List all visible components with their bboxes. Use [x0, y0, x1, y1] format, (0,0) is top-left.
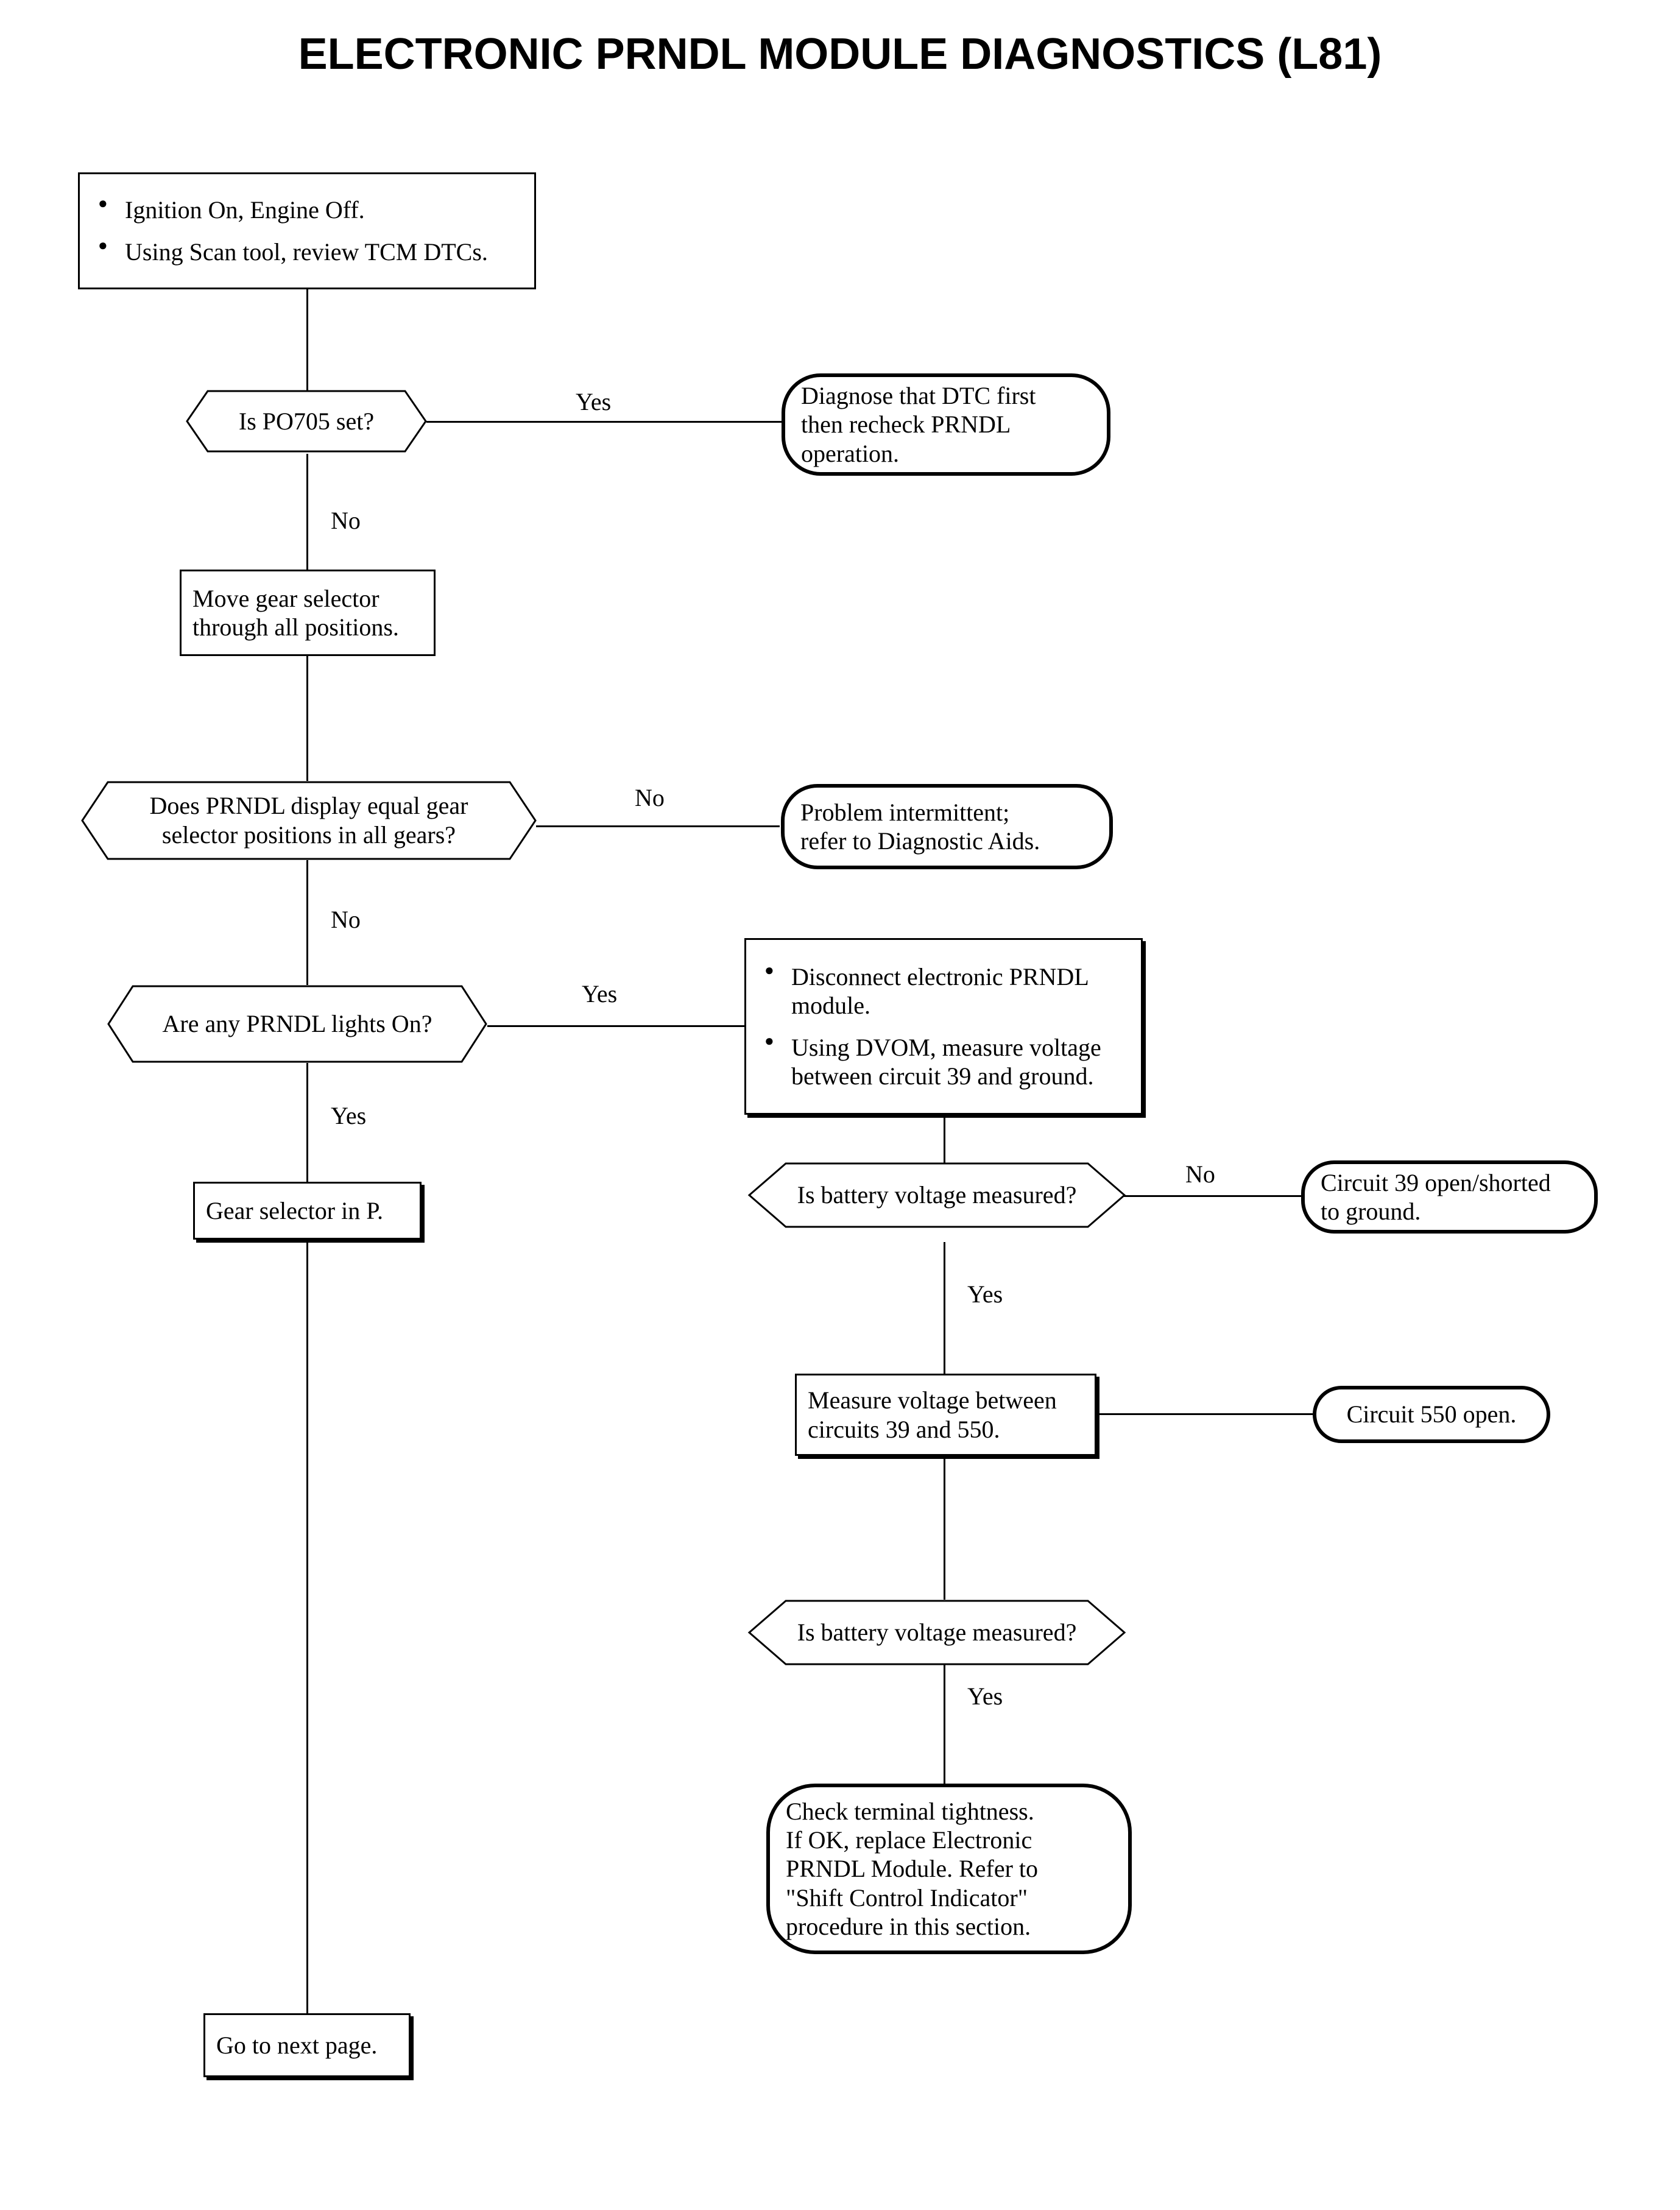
process-disconnect-bullet-1: Disconnect electronic PRNDL module. [764, 961, 1125, 1020]
connector-p2-to-d4 [944, 1115, 945, 1203]
connector-p1-to-d2 [306, 656, 308, 781]
branch-label-d1-yes: Yes [576, 388, 612, 415]
branch-label-d1-no: No [331, 507, 361, 534]
node-decision-battery-voltage-1: Is battery voltage measured? [747, 1162, 1126, 1228]
terminal-circuit39-open-label: Circuit 39 open/shorted to ground. [1321, 1168, 1551, 1225]
branch-label-d3-yes: Yes [582, 980, 618, 1008]
node-process-go-to-next-page: Go to next page. [203, 2013, 411, 2077]
branch-label-d4-no: No [1185, 1160, 1215, 1188]
connector-d5-to-t5 [944, 1639, 945, 1784]
node-process-disconnect-module: Disconnect electronic PRNDL module. Usin… [744, 938, 1143, 1115]
branch-label-d4-yes: Yes [967, 1280, 1003, 1308]
node-terminal-diagnose-dtc: Diagnose that DTC first then recheck PRN… [782, 373, 1110, 476]
start-bullet-1: Ignition On, Engine Off. [98, 194, 518, 224]
start-bullet-2: Using Scan tool, review TCM DTCs. [98, 236, 518, 266]
node-process-move-gear-selector: Move gear selector through all positions… [180, 570, 436, 656]
connector-d4-to-t3 [1124, 1195, 1301, 1197]
terminal-diagnose-dtc-label: Diagnose that DTC first then recheck PRN… [801, 382, 1036, 467]
branch-label-d3-yes-down: Yes [331, 1102, 367, 1129]
connector-p4-to-t4 [1096, 1413, 1313, 1415]
decision-prndl-lights-on-label: Are any PRNDL lights On? [162, 1010, 432, 1037]
node-process-measure-39-550: Measure voltage between circuits 39 and … [795, 1374, 1096, 1456]
page-title: ELECTRONIC PRNDL MODULE DIAGNOSTICS (L81… [298, 30, 1382, 79]
decision-po705-label: Is PO705 set? [238, 407, 375, 435]
connector-d2-to-d3 [306, 860, 308, 985]
connector-p3-to-p5 [306, 1240, 308, 2013]
process-gear-selector-in-p-label: Gear selector in P. [206, 1196, 384, 1224]
connector-d2-to-t2 [536, 825, 780, 827]
node-terminal-circuit39-open: Circuit 39 open/shorted to ground. [1301, 1160, 1598, 1234]
connector-d3-to-p3 [306, 1063, 308, 1182]
branch-label-d5-yes: Yes [967, 1682, 1003, 1710]
connector-d1-to-p1 [306, 454, 308, 570]
node-decision-prndl-equals-gear: Does PRNDL display equal gear selector p… [81, 781, 537, 860]
node-decision-battery-voltage-2: Is battery voltage measured? [747, 1600, 1126, 1665]
node-terminal-check-terminal-tightness: Check terminal tightness. If OK, replace… [766, 1784, 1132, 1954]
connector-d4-to-p4 [944, 1242, 945, 1374]
decision-battery-voltage-1-label: Is battery voltage measured? [797, 1181, 1077, 1209]
connector-p4-to-d5 [944, 1456, 945, 1600]
node-decision-po705: Is PO705 set? [186, 390, 427, 453]
branch-label-d2-no-down: No [331, 906, 361, 933]
connector-d1-to-t1 [426, 421, 782, 423]
decision-prndl-equals-gear-label: Does PRNDL display equal gear selector p… [149, 792, 468, 849]
terminal-problem-intermittent-label: Problem intermittent; refer to Diagnosti… [800, 798, 1040, 855]
node-terminal-circuit550-open: Circuit 550 open. [1313, 1386, 1550, 1443]
node-process-gear-selector-in-p: Gear selector in P. [193, 1182, 422, 1240]
process-move-gear-selector-label: Move gear selector through all positions… [192, 584, 399, 641]
branch-label-d2-no-right: No [635, 784, 665, 811]
terminal-check-terminal-tightness-label: Check terminal tightness. If OK, replace… [786, 1798, 1039, 1940]
process-disconnect-bullet-2: Using DVOM, measure voltage between circ… [764, 1032, 1125, 1090]
process-measure-39-550-label: Measure voltage between circuits 39 and … [808, 1386, 1057, 1443]
node-decision-prndl-lights-on: Are any PRNDL lights On? [107, 985, 487, 1063]
terminal-circuit550-open-label: Circuit 550 open. [1346, 1400, 1517, 1428]
process-go-to-next-page-label: Go to next page. [216, 2031, 378, 2059]
connector-d3-to-p2 [487, 1025, 746, 1027]
node-terminal-problem-intermittent: Problem intermittent; refer to Diagnosti… [781, 784, 1113, 869]
decision-battery-voltage-2-label: Is battery voltage measured? [797, 1619, 1077, 1646]
connector-start-to-d1 [306, 289, 308, 413]
node-start: Ignition On, Engine Off. Using Scan tool… [78, 172, 536, 289]
